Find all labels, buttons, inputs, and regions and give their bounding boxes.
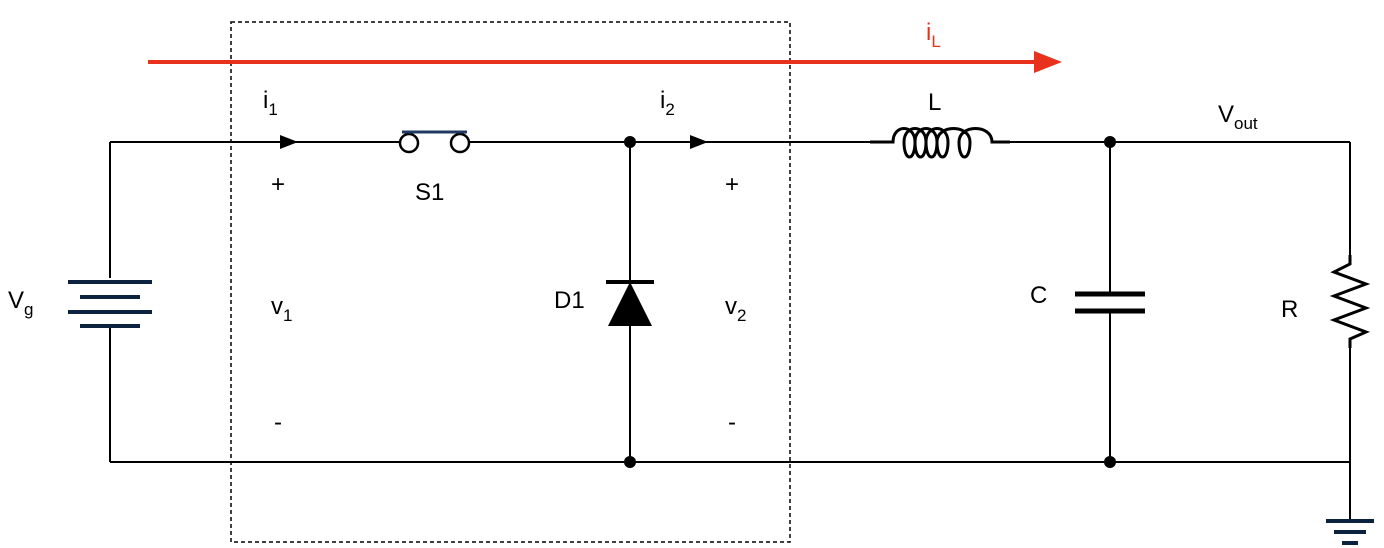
v2-minus: - bbox=[728, 409, 736, 436]
vg-label: Vg bbox=[8, 287, 33, 319]
junction-diode-bottom bbox=[624, 456, 636, 468]
i2-arrow bbox=[690, 135, 708, 149]
inductor-current-arrow bbox=[148, 51, 1062, 73]
v1-plus: + bbox=[271, 171, 285, 198]
ground-symbol bbox=[1326, 519, 1374, 545]
v2-label: v2 bbox=[725, 293, 746, 325]
battery-vg bbox=[68, 142, 152, 462]
junction-diode-top bbox=[624, 136, 636, 148]
v1-label: v1 bbox=[271, 293, 292, 325]
i1-arrow bbox=[280, 135, 298, 149]
switch-network-box bbox=[230, 21, 791, 543]
i2-label: i2 bbox=[660, 87, 675, 119]
s1-label: S1 bbox=[415, 179, 444, 206]
i1-label: i1 bbox=[263, 87, 278, 119]
d1-label: D1 bbox=[554, 287, 585, 314]
capacitor-c bbox=[1075, 142, 1145, 462]
diode-d1 bbox=[606, 142, 654, 462]
inductor-label: L bbox=[928, 89, 941, 116]
junction-cap-bottom bbox=[1104, 456, 1116, 468]
switch-s1 bbox=[398, 130, 471, 154]
capacitor-label: C bbox=[1030, 282, 1047, 309]
il-label: iL bbox=[926, 19, 941, 51]
resistor-r bbox=[1329, 142, 1371, 520]
vout-label: Vout bbox=[1218, 101, 1258, 133]
v1-minus: - bbox=[274, 409, 282, 436]
v2-plus: + bbox=[725, 171, 739, 198]
junction-cap-top bbox=[1104, 136, 1116, 148]
inductor-l bbox=[870, 127, 1010, 159]
resistor-label: R bbox=[1281, 296, 1298, 323]
